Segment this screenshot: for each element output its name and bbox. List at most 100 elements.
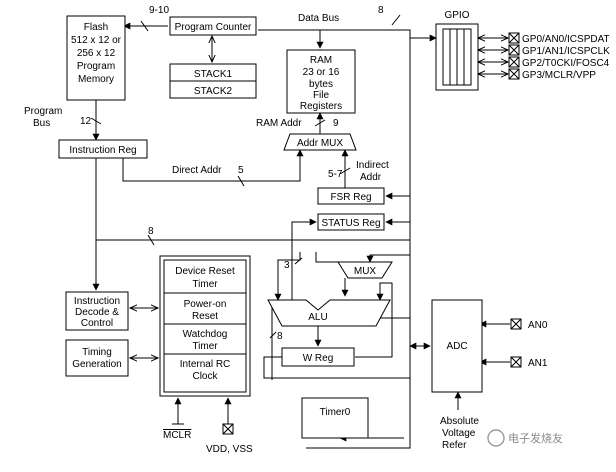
wreg-loop-a bbox=[263, 356, 410, 379]
instruction-decode-block: Instruction Decode & Control bbox=[65, 291, 129, 331]
mclr-label: MCLR bbox=[163, 430, 191, 441]
fsr-reg-block: FSR Reg bbox=[317, 187, 385, 205]
ram-line: 23 or 16 bbox=[303, 67, 340, 78]
instruction-decode-label: Decode & bbox=[75, 307, 119, 318]
data-bus-line bbox=[258, 29, 411, 449]
absolute-vref-label: Refer bbox=[442, 440, 467, 451]
stack-block: STACK1 STACK2 bbox=[169, 63, 257, 99]
ram-addr-label: RAM Addr bbox=[256, 118, 302, 129]
wires bbox=[90, 14, 510, 449]
instruction-decode-label: Control bbox=[81, 318, 113, 329]
alu-label: ALU bbox=[308, 312, 327, 323]
adc-label: ADC bbox=[446, 341, 467, 352]
flash-line: Memory bbox=[78, 74, 114, 85]
power-pins bbox=[222, 423, 234, 435]
program-counter-label: Program Counter bbox=[175, 22, 252, 33]
flash-line: Program bbox=[77, 61, 115, 72]
flash-line: 512 x 12 or bbox=[71, 35, 122, 46]
ram-addr-width-label: 9 bbox=[333, 118, 339, 129]
ram-line: File bbox=[313, 90, 330, 101]
alu-w-tick bbox=[269, 331, 277, 339]
internal-rc-clock-label: Internal RC bbox=[180, 359, 231, 370]
stack1-label: STACK1 bbox=[194, 69, 233, 80]
gpio-block: GPIO bbox=[435, 10, 479, 91]
ram-line: Registers bbox=[300, 101, 342, 112]
ram-block: RAM 23 or 16 bytes File Registers bbox=[286, 49, 356, 114]
device-reset-timer-label: Device Reset bbox=[175, 266, 235, 277]
fsr-reg-label: FSR Reg bbox=[330, 192, 371, 203]
ram-line: RAM bbox=[310, 55, 332, 66]
timer0-label: Timer0 bbox=[320, 407, 351, 418]
an1-pin-label: AN1 bbox=[528, 358, 548, 369]
data-bus-width-tick bbox=[391, 14, 401, 26]
w-reg-block: W Reg bbox=[281, 347, 355, 367]
addr-mux-label: Addr MUX bbox=[297, 138, 343, 149]
vdd-vss-label: VDD, VSS bbox=[206, 444, 253, 455]
program-bus-label: Program bbox=[24, 106, 62, 117]
power-on-reset-label: Reset bbox=[192, 311, 218, 322]
adc-block: ADC bbox=[431, 299, 483, 393]
signal-labels: 9-10 Data Bus 8 Program Bus 12 RAM Addr … bbox=[24, 5, 479, 455]
program-bus-width-label: 12 bbox=[80, 116, 92, 127]
gp3-pin-label: GP3/MCLR/VPP bbox=[522, 70, 596, 81]
data-bus-label: Data Bus bbox=[298, 13, 339, 24]
timing-generation-label: Timing bbox=[82, 347, 112, 358]
program-counter-block: Program Counter bbox=[169, 16, 257, 36]
instruction-reg-block: Instruction Reg bbox=[58, 139, 148, 159]
status-bus-width-label: 8 bbox=[148, 226, 154, 237]
stack2-label: STACK2 bbox=[194, 86, 233, 97]
watchdog-timer-label: Timer bbox=[192, 341, 218, 352]
mux-3bit-tick bbox=[294, 257, 303, 265]
mux-label: MUX bbox=[354, 266, 377, 277]
timer0-block: Timer0 bbox=[301, 397, 369, 439]
watermark: 电子发烧友 bbox=[487, 429, 563, 447]
absolute-vref-label: Absolute bbox=[440, 416, 479, 427]
addr-mux-block: Addr MUX bbox=[283, 133, 357, 151]
an0-pin-label: AN0 bbox=[528, 320, 548, 331]
w-reg-label: W Reg bbox=[303, 353, 334, 364]
fsr-tick bbox=[339, 167, 351, 175]
timer-group-block: Device Reset Timer Power-on Reset Watchd… bbox=[159, 255, 251, 397]
mux-3bit-width-label: 3 bbox=[284, 260, 290, 271]
status-reg-label: STATUS Reg bbox=[321, 218, 380, 229]
fsr-width-label: 5-7 bbox=[328, 169, 343, 180]
indirect-addr-label: Indirect bbox=[356, 160, 389, 171]
direct-addr-line bbox=[122, 149, 304, 182]
ram-addr-tick bbox=[314, 119, 326, 127]
flash-memory-block: Flash 512 x 12 or 256 x 12 Program Memor… bbox=[66, 15, 126, 101]
gpio-pins: GP0/AN0/ICSPDAT GP1/AN1/ICSPCLK GP2/T0CK… bbox=[508, 32, 610, 81]
program-bus-tick bbox=[90, 117, 102, 125]
pc-bus-tick bbox=[140, 20, 149, 32]
mux-block: MUX bbox=[337, 261, 393, 279]
data-bus-width-label: 8 bbox=[378, 5, 384, 16]
watermark-logo-icon bbox=[487, 429, 505, 447]
alu-block: ALU bbox=[267, 299, 391, 327]
mux-3bit-line bbox=[274, 252, 301, 301]
bus-9-10-label: 9-10 bbox=[149, 5, 169, 16]
direct-addr-width-label: 5 bbox=[238, 165, 244, 176]
watchdog-timer-label: Watchdog bbox=[183, 329, 228, 340]
timing-generation-block: Timing Generation bbox=[65, 339, 129, 377]
status-bus-tick bbox=[147, 234, 155, 246]
indirect-addr-label: Addr bbox=[360, 172, 382, 183]
instruction-reg-label: Instruction Reg bbox=[69, 145, 136, 156]
status-reg-block: STATUS Reg bbox=[317, 213, 385, 231]
flash-line: Flash bbox=[84, 22, 108, 33]
absolute-vref-label: Voltage bbox=[442, 428, 476, 439]
adc-pins: AN0 AN1 bbox=[510, 318, 548, 369]
alu-to-status bbox=[291, 218, 317, 300]
instruction-decode-label: Instruction bbox=[74, 296, 120, 307]
status-to-mux bbox=[315, 252, 340, 263]
gp0-pin-label: GP0/AN0/ICSPDAT bbox=[522, 34, 610, 45]
direct-addr-tick bbox=[237, 175, 245, 187]
power-on-reset-label: Power-on bbox=[184, 299, 227, 310]
internal-rc-clock-label: Clock bbox=[192, 371, 218, 382]
flash-line: 256 x 12 bbox=[77, 48, 116, 59]
ram-line: bytes bbox=[309, 79, 333, 90]
wreg-to-alu bbox=[355, 282, 393, 358]
program-bus-label: Bus bbox=[33, 118, 50, 129]
bus-to-mux bbox=[366, 254, 410, 263]
gp2-pin-label: GP2/T0CKI/FOSC4 bbox=[522, 58, 610, 69]
gpio-label: GPIO bbox=[444, 10, 469, 21]
